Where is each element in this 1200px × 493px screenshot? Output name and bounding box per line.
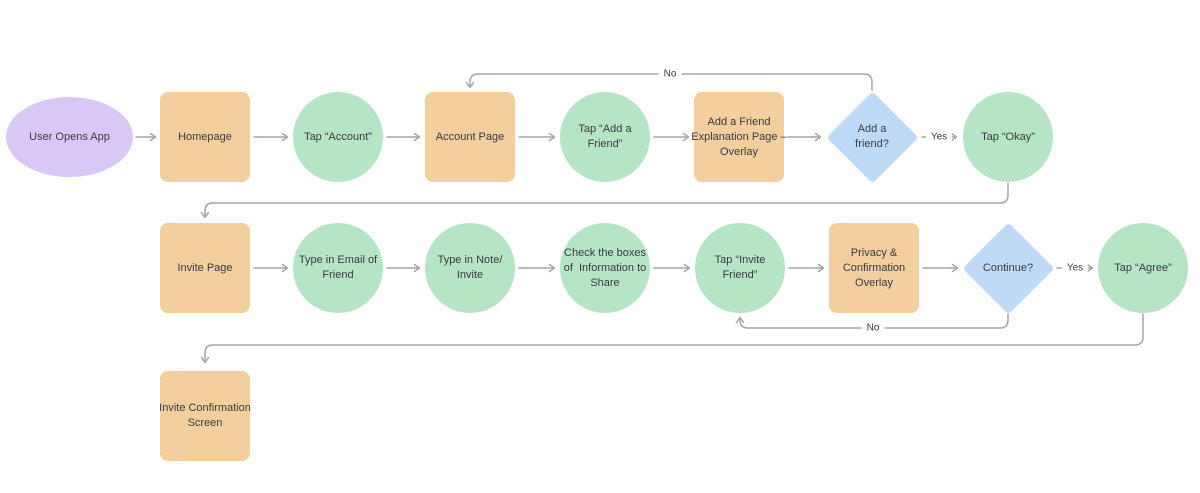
node-label: Tap “Account” — [304, 130, 372, 143]
node-tap-account[interactable]: Tap “Account” — [293, 92, 383, 182]
node-label: Tap “Agree” — [1114, 261, 1172, 274]
node-label: Add a Friend Explanation Page – Overlay — [691, 115, 787, 158]
node-account-page[interactable]: Account Page — [425, 92, 515, 182]
node-label: Tap “Add a Friend” — [578, 123, 632, 150]
node-tap-add-a-friend[interactable]: Tap “Add a Friend” — [560, 92, 650, 182]
node-label: Account Page — [435, 130, 505, 143]
node-label: Homepage — [178, 130, 232, 143]
node-label: Type in Email of Friend — [298, 254, 378, 281]
edge-label-continue-yes: Yes — [1061, 262, 1089, 274]
edge-label-continue-no: No — [861, 322, 885, 334]
node-continue-decision[interactable]: Continue? — [962, 222, 1054, 314]
node-label: Type in Note/ Invite — [437, 254, 503, 281]
node-type-in-note[interactable]: Type in Note/ Invite — [425, 223, 515, 313]
node-add-a-friend-explanation-overlay[interactable]: Add a Friend Explanation Page – Overlay — [691, 92, 787, 182]
node-label: Invite Page — [177, 261, 233, 274]
edge-tap-okay-to-invite-page — [200, 182, 1009, 219]
node-tap-invite-friend[interactable]: Tap “Invite Friend” — [695, 223, 785, 313]
node-invite-page[interactable]: Invite Page — [160, 223, 250, 313]
edge-label-add-friend-no: No — [658, 68, 682, 80]
node-check-the-boxes[interactable]: Check the boxes of Information to Share — [560, 223, 650, 313]
node-label: Tap “Invite Friend” — [714, 254, 766, 281]
edge-tap-agree-to-confirmation — [200, 313, 1144, 364]
node-tap-agree[interactable]: Tap “Agree” — [1098, 223, 1188, 313]
node-label: Invite Confirmation Screen — [159, 402, 251, 429]
node-invite-confirmation-screen[interactable]: Invite Confirmation Screen — [159, 371, 251, 461]
node-privacy-confirmation-overlay[interactable]: Privacy & Confirmation Overlay — [829, 223, 919, 313]
node-user-opens-app[interactable]: User Opens App — [6, 97, 133, 177]
node-label: Check the boxes of Information to Share — [563, 246, 647, 289]
node-label: Privacy & Confirmation Overlay — [842, 246, 906, 289]
node-label: Add a friend? — [855, 123, 889, 150]
node-homepage[interactable]: Homepage — [160, 92, 250, 182]
edge-label-add-friend-yes: Yes — [925, 131, 953, 143]
node-label: Continue? — [982, 261, 1034, 274]
node-tap-okay[interactable]: Tap “Okay” — [963, 92, 1053, 182]
node-label: Tap “Okay” — [981, 130, 1035, 143]
node-add-a-friend-decision[interactable]: Add a friend? — [826, 91, 918, 183]
node-type-in-email[interactable]: Type in Email of Friend — [293, 223, 383, 313]
node-label: User Opens App — [29, 130, 110, 143]
